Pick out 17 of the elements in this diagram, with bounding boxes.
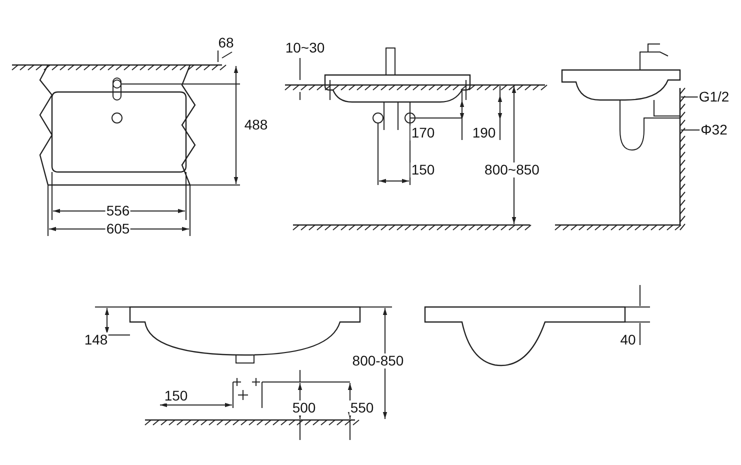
dimension-label: 556 (105, 204, 131, 218)
dimension-label: 550 (349, 400, 375, 416)
dimension-label: 170 (410, 126, 436, 140)
dimension-label: 150 (163, 388, 189, 404)
dimension-label: 10~30 (284, 40, 326, 56)
dimension-label: 150 (410, 162, 436, 178)
dimension-label: 190 (471, 126, 497, 140)
dimension-label: 800~850 (484, 162, 540, 178)
dimension-label: 68 (217, 36, 235, 50)
dimension-label: G1/2 (698, 90, 730, 104)
dimension-label: 800-850 (351, 354, 405, 368)
dimension-label: 40 (619, 332, 637, 348)
dimension-label: 148 (83, 332, 109, 348)
dimension-label: 500 (291, 400, 317, 416)
dimension-label: Φ32 (700, 122, 728, 138)
dimension-label: 488 (243, 118, 269, 132)
dimension-label: 605 (105, 222, 131, 236)
